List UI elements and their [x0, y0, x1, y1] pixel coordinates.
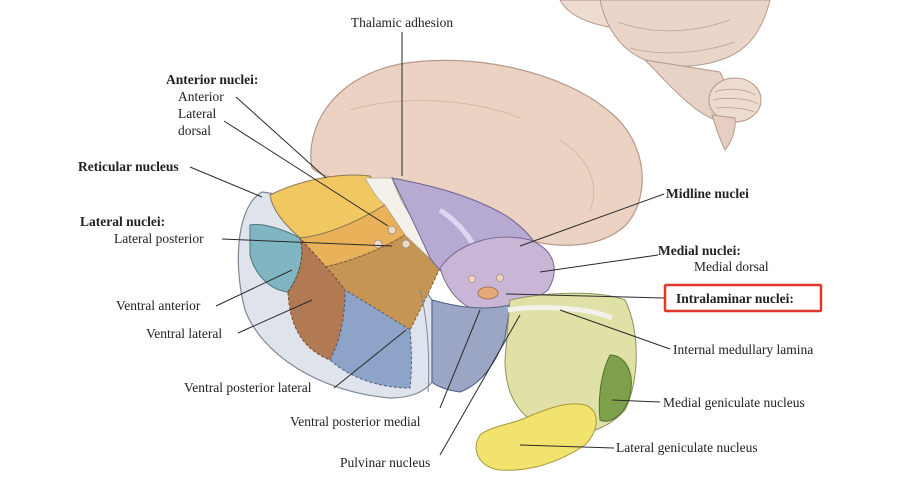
label-ventral-posterior-lateral: Ventral posterior lateral [184, 380, 312, 395]
label-internal-medullary-lamina: Internal medullary lamina [673, 342, 813, 357]
label-medial-dorsal: Medial dorsal [694, 259, 769, 274]
label-pulvinar-nucleus: Pulvinar nucleus [340, 455, 430, 470]
pulvinar-nucleus-region [432, 300, 510, 392]
label-dorsal: dorsal [178, 123, 211, 138]
label-medial-nuclei: Medial nuclei: [658, 243, 741, 258]
label-lateral-nuclei: Lateral nuclei: [80, 214, 165, 229]
label-lateral: Lateral [178, 106, 216, 121]
label-medial-geniculate-nucleus: Medial geniculate nucleus [663, 395, 805, 410]
label-anterior-nuclei: Anterior nuclei: [166, 72, 258, 87]
label-midline-nuclei: Midline nuclei [666, 186, 749, 201]
label-ventral-lateral: Ventral lateral [146, 326, 222, 341]
label-ventral-anterior: Ventral anterior [116, 298, 201, 313]
label-lateral-posterior: Lateral posterior [114, 231, 204, 246]
label-ventral-posterior-medial: Ventral posterior medial [290, 414, 421, 429]
label-reticular-nucleus: Reticular nucleus [78, 159, 179, 174]
label-intralaminar-nuclei: Intralaminar nuclei: [676, 291, 794, 306]
label-lateral-geniculate-nucleus: Lateral geniculate nucleus [616, 440, 758, 455]
label-thalamic-adhesion: Thalamic adhesion [351, 15, 454, 30]
lateral-geniculate-region [476, 404, 596, 470]
thalamus-illustration [238, 60, 642, 470]
label-anterior: Anterior [178, 89, 224, 104]
